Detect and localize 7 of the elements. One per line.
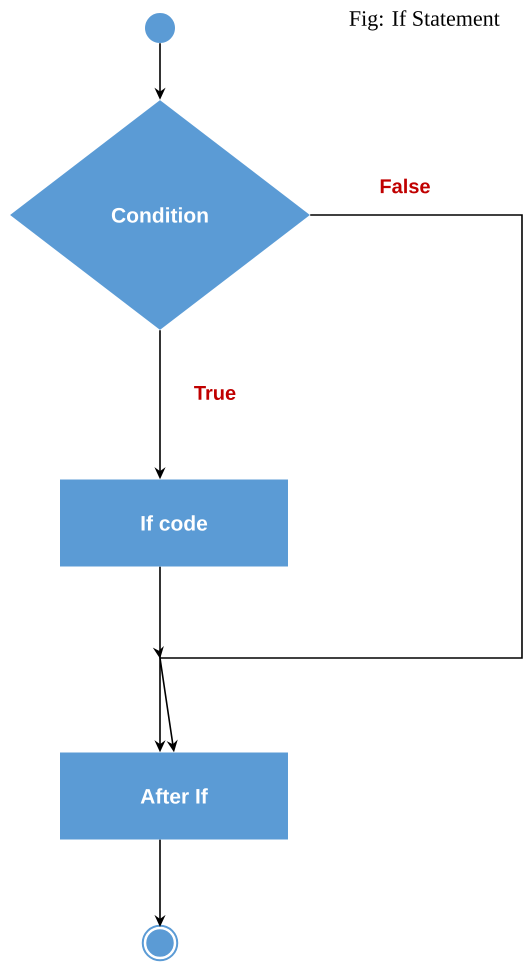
edge-label: True: [192, 385, 238, 401]
process-box: After If: [60, 752, 288, 840]
start-circle: [145, 13, 175, 43]
edge-label: False: [378, 178, 432, 194]
process-box: If code: [60, 480, 288, 566]
figure-title: Fig: If Statement: [350, 10, 500, 30]
end-circle: [142, 924, 178, 962]
